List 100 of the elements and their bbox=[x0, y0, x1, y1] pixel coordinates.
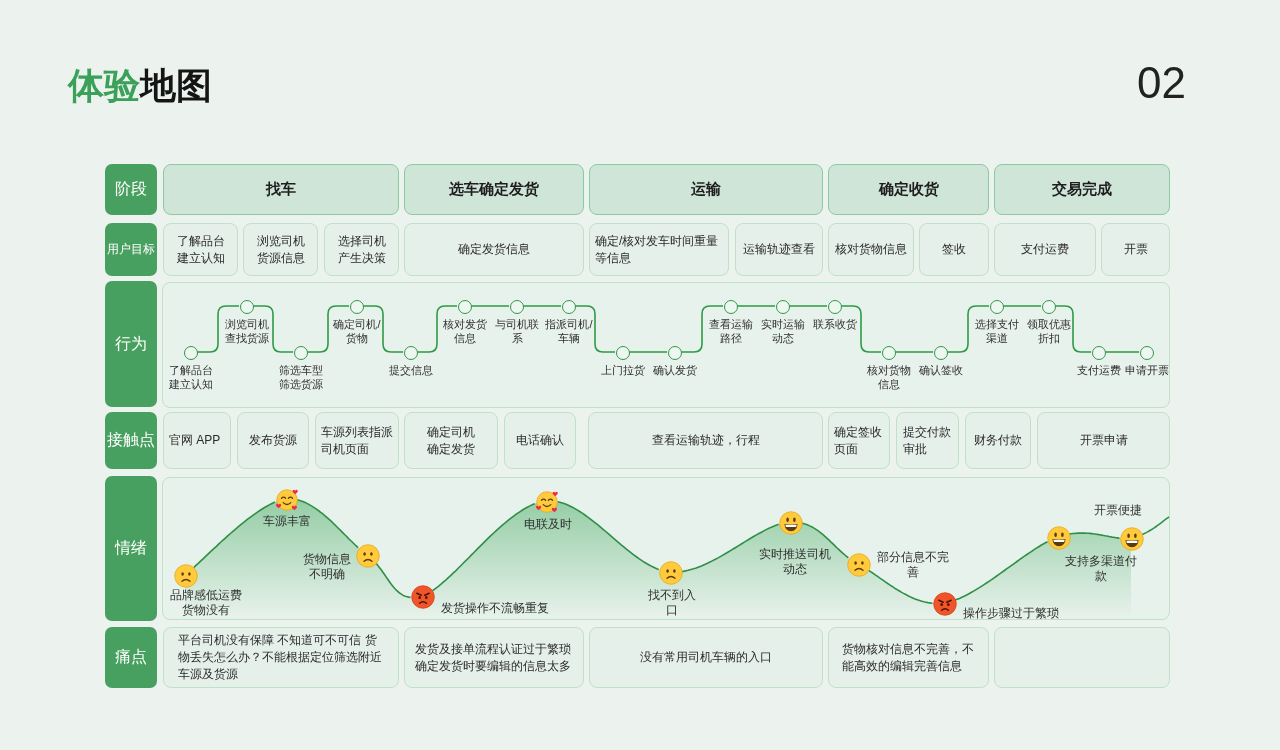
timeline-line bbox=[788, 305, 828, 307]
pain-point-card: 没有常用司机车辆的入口 bbox=[589, 627, 823, 688]
emotion-label: 部分信息不完善 bbox=[876, 550, 950, 580]
emotion-label: 实时推送司机动态 bbox=[758, 547, 832, 577]
angry-face-icon bbox=[933, 592, 957, 616]
step-label: 确定司机/货物 bbox=[332, 317, 382, 346]
goal-card: 浏览司机货源信息 bbox=[243, 223, 318, 276]
touchpoint-card: 确定签收页面 bbox=[828, 412, 890, 469]
pain-point-card: 货物核对信息不完善，不能高效的编辑完善信息 bbox=[828, 627, 989, 688]
timeline-line bbox=[252, 305, 294, 353]
goal-card: 核对货物信息 bbox=[828, 223, 914, 276]
step-label: 上门拉货 bbox=[600, 363, 646, 378]
row-header-tab: 痛点 bbox=[105, 627, 157, 688]
row-header-tab: 用户目标 bbox=[105, 223, 157, 276]
timeline-line bbox=[306, 305, 350, 353]
timeline-line bbox=[574, 305, 616, 353]
timeline-line bbox=[1002, 305, 1042, 307]
step-marker-icon bbox=[1092, 346, 1106, 360]
emotion-label: 发货操作不流畅重复 bbox=[440, 601, 550, 616]
emotion-label: 货物信息不明确 bbox=[302, 552, 352, 582]
timeline-line bbox=[680, 305, 724, 353]
step-label: 浏览司机查找货源 bbox=[224, 317, 270, 346]
emotion-curve bbox=[556, 500, 660, 571]
stage-header-box: 交易完成 bbox=[994, 164, 1170, 215]
step-marker-icon bbox=[240, 300, 254, 314]
emotion-label: 支持多渠道付款 bbox=[1064, 554, 1138, 584]
timeline-line bbox=[196, 305, 240, 353]
step-marker-icon bbox=[510, 300, 524, 314]
emotion-label: 电联及时 bbox=[523, 517, 573, 532]
goal-card: 了解品台建立认知 bbox=[163, 223, 238, 276]
timeline-line bbox=[1104, 351, 1140, 353]
step-label: 指派司机/车辆 bbox=[544, 317, 594, 346]
step-label: 核对发货信息 bbox=[442, 317, 488, 346]
goal-card: 选择司机产生决策 bbox=[324, 223, 399, 276]
stage-header-box: 运输 bbox=[589, 164, 823, 215]
goal-card: 开票 bbox=[1101, 223, 1170, 276]
step-marker-icon bbox=[828, 300, 842, 314]
step-label: 筛选车型筛选货源 bbox=[278, 363, 324, 392]
goal-card: 支付运费 bbox=[994, 223, 1096, 276]
step-label: 选择支付渠道 bbox=[974, 317, 1020, 346]
goal-card: 签收 bbox=[919, 223, 989, 276]
emotion-curve bbox=[1141, 516, 1170, 536]
stage-header-box: 确定收货 bbox=[828, 164, 989, 215]
row-header-tab: 行为 bbox=[105, 281, 157, 407]
timeline-line bbox=[470, 305, 510, 307]
stage-header-box: 选车确定发货 bbox=[404, 164, 584, 215]
step-label: 支付运费 bbox=[1076, 363, 1122, 378]
step-marker-icon bbox=[990, 300, 1004, 314]
emotion-label: 开票便捷 bbox=[1093, 503, 1143, 518]
stage-header-box: 找车 bbox=[163, 164, 399, 215]
step-marker-icon bbox=[350, 300, 364, 314]
step-marker-icon bbox=[562, 300, 576, 314]
emotion-curve bbox=[192, 501, 276, 569]
timeline-line bbox=[840, 305, 882, 353]
smiling-face-with-hearts-icon bbox=[275, 488, 299, 512]
step-marker-icon bbox=[724, 300, 738, 314]
touchpoint-card: 开票申请 bbox=[1037, 412, 1170, 469]
angry-face-icon bbox=[411, 585, 435, 609]
touchpoint-card: 确定司机确定发货 bbox=[404, 412, 498, 469]
emotion-curve bbox=[296, 499, 359, 549]
touchpoint-card: 电话确认 bbox=[504, 412, 576, 469]
frowning-face-icon bbox=[847, 553, 871, 577]
emotion-curve bbox=[954, 540, 1049, 601]
grinning-face-icon bbox=[1047, 526, 1071, 550]
row-header-tab: 阶段 bbox=[105, 164, 157, 215]
step-label: 与司机联系 bbox=[494, 317, 540, 346]
behavior-panel bbox=[162, 282, 1170, 408]
pain-point-card: 平台司机没有保障 不知道可不可信 货物丢失怎么办？不能根据定位筛选附近车源及货源 bbox=[163, 627, 399, 688]
touchpoint-card: 官网 APP bbox=[163, 412, 231, 469]
timeline-line bbox=[362, 305, 404, 353]
frowning-face-icon bbox=[659, 561, 683, 585]
step-label: 申请开票 bbox=[1124, 363, 1170, 378]
timeline-line bbox=[736, 305, 776, 307]
grinning-face-icon bbox=[779, 511, 803, 535]
touchpoint-card: 财务付款 bbox=[965, 412, 1031, 469]
step-marker-icon bbox=[1140, 346, 1154, 360]
step-label: 查看运输路径 bbox=[708, 317, 754, 346]
emotion-label: 找不到入口 bbox=[647, 588, 697, 618]
step-label: 提交信息 bbox=[388, 363, 434, 378]
emotion-label: 操作步骤过于繁琐 bbox=[962, 606, 1060, 621]
emotion-label: 车源丰富 bbox=[262, 514, 312, 529]
touchpoint-card: 提交付款审批 bbox=[896, 412, 959, 469]
touchpoint-card: 查看运输轨迹，行程 bbox=[588, 412, 823, 469]
touchpoint-card: 发布货源 bbox=[237, 412, 309, 469]
emotion-curve bbox=[800, 522, 850, 559]
step-label: 领取优惠折扣 bbox=[1026, 317, 1072, 346]
step-marker-icon bbox=[616, 346, 630, 360]
row-header-tab: 接触点 bbox=[105, 412, 157, 469]
timeline-line bbox=[628, 351, 668, 353]
timeline-line bbox=[416, 305, 458, 353]
goal-card: 确定/核对发车时间重量等信息 bbox=[589, 223, 729, 276]
timeline-line bbox=[894, 351, 934, 353]
frowning-face-icon bbox=[174, 564, 198, 588]
step-marker-icon bbox=[294, 346, 308, 360]
step-label: 实时运输动态 bbox=[760, 317, 806, 346]
smiling-face-with-hearts-icon bbox=[535, 490, 559, 514]
step-label: 确认签收 bbox=[918, 363, 964, 378]
step-label: 确认发货 bbox=[652, 363, 698, 378]
step-marker-icon bbox=[776, 300, 790, 314]
timeline-line bbox=[1054, 305, 1092, 353]
